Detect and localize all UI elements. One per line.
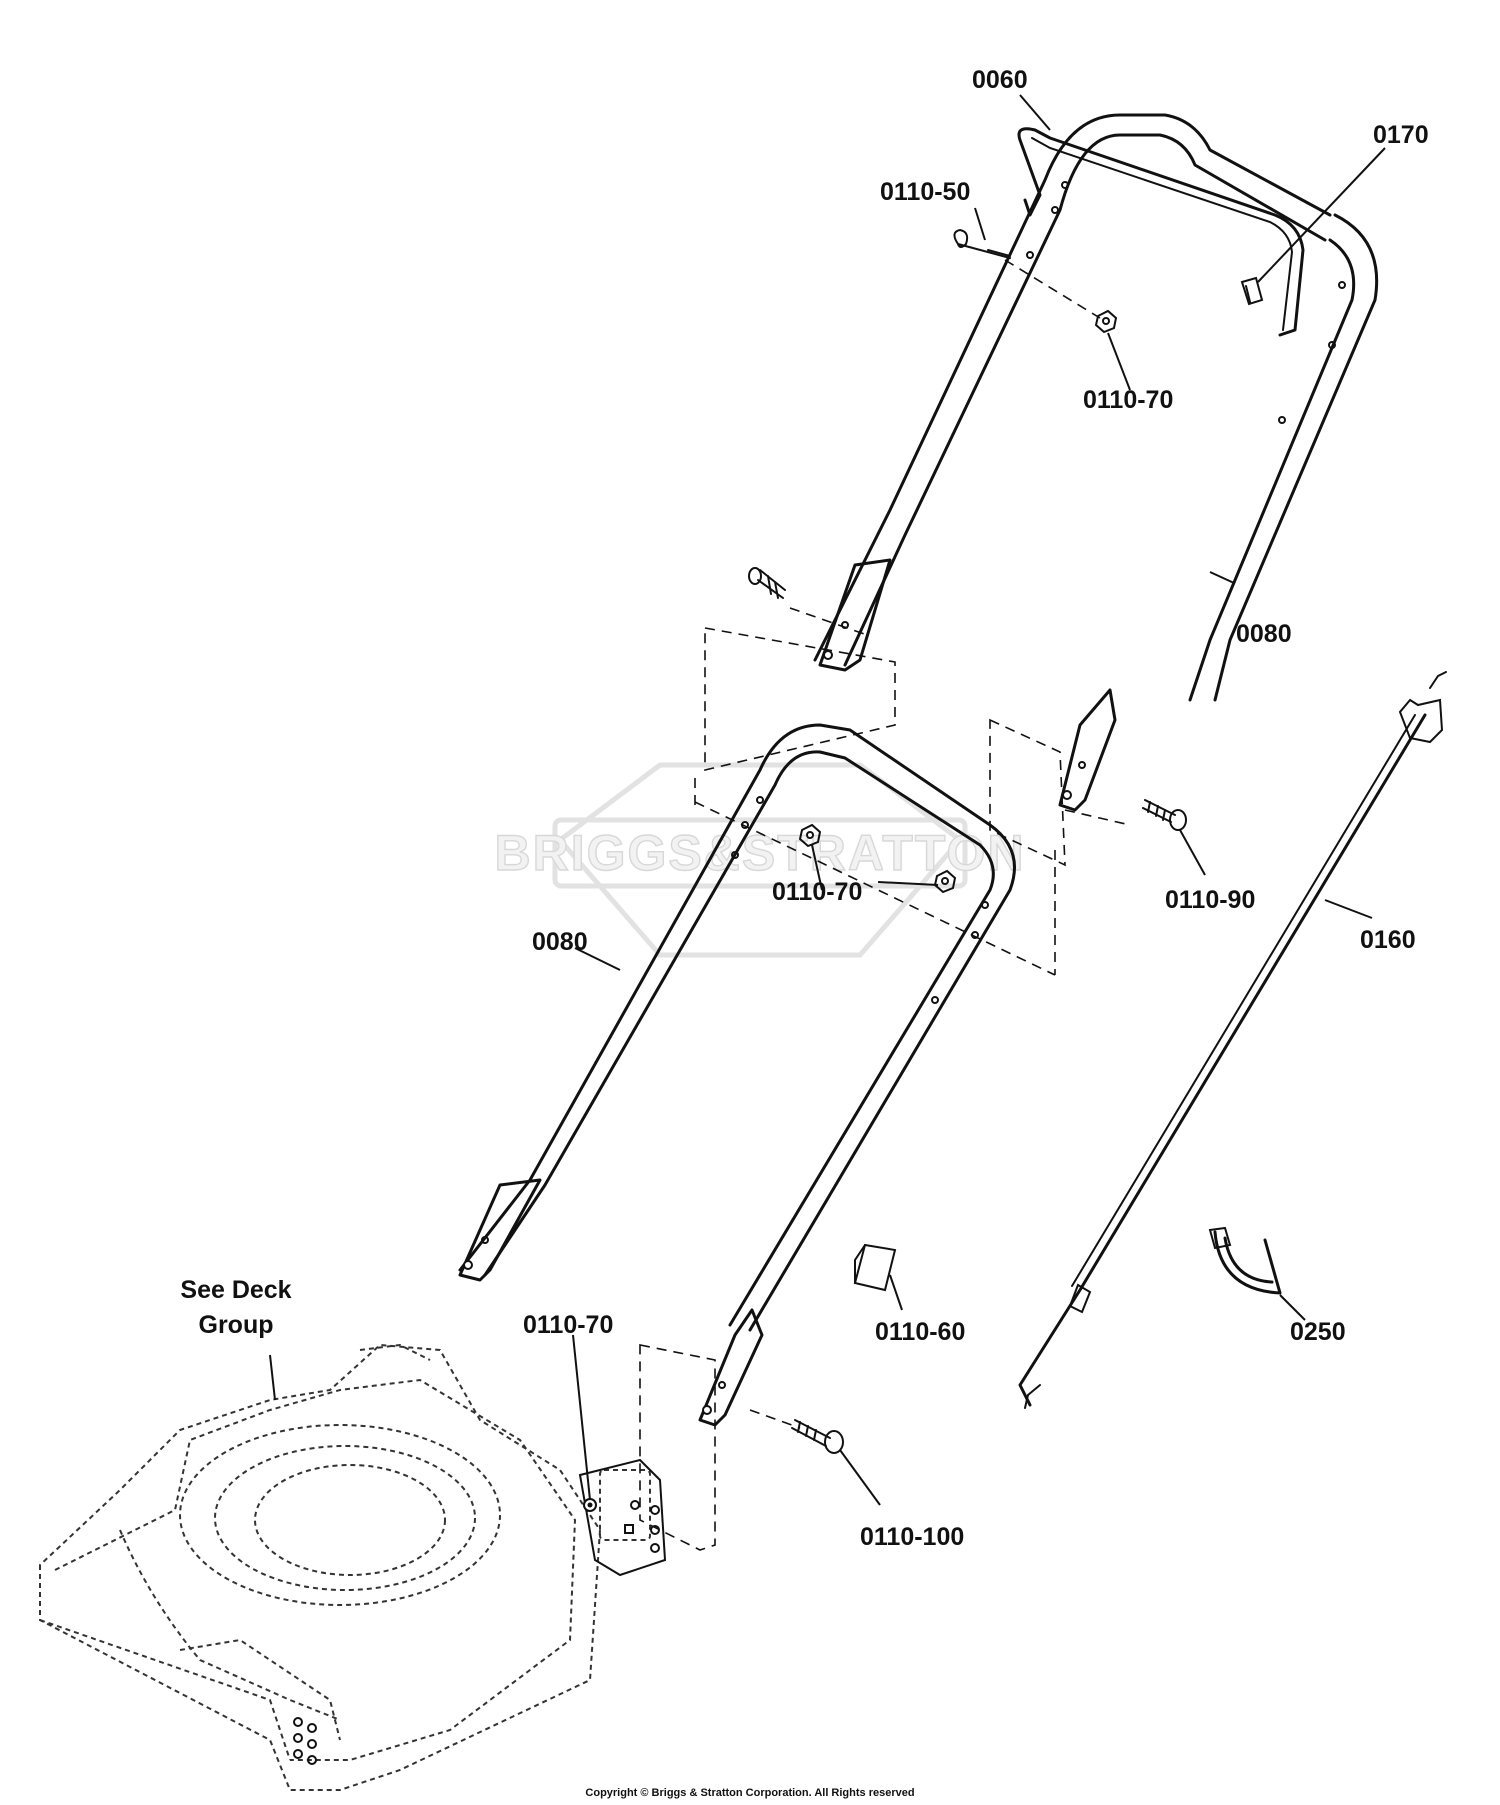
leader-lines bbox=[269, 94, 1386, 1506]
callout-0110-100: 0110-100 bbox=[860, 1523, 964, 1551]
deck-outline bbox=[39, 1343, 667, 1791]
callout-0110-70-low: 0110-70 bbox=[523, 1311, 613, 1339]
callout-0060: 0060 bbox=[972, 66, 1028, 94]
callout-0250: 0250 bbox=[1290, 1318, 1346, 1346]
control-bail bbox=[1017, 127, 1305, 337]
callout-0110-60: 0110-60 bbox=[875, 1318, 965, 1346]
see-deck-group-line1: See Deck bbox=[180, 1276, 291, 1304]
hairpin-clip bbox=[953, 228, 1011, 259]
callout-0160: 0160 bbox=[1360, 926, 1416, 954]
cable-tie bbox=[1208, 1226, 1282, 1295]
watermark-text: BRIGGS&STRATTON bbox=[495, 825, 1026, 881]
carriage-bolt-upper bbox=[1142, 799, 1187, 831]
upper-handle bbox=[813, 113, 1379, 812]
callout-0080-upper: 0080 bbox=[1236, 620, 1292, 648]
cable-clip bbox=[1240, 276, 1264, 306]
callout-0110-70-mid: 0110-70 bbox=[772, 878, 862, 906]
carriage-bolt-lower bbox=[791, 1419, 844, 1454]
control-cable bbox=[1018, 671, 1447, 1409]
callout-labels: 0060 0170 0110-50 0110-70 0080 0110-90 0… bbox=[180, 66, 1428, 1551]
callout-0110-70-top: 0110-70 bbox=[1083, 386, 1173, 414]
brand-watermark: BRIGGS&STRATTON bbox=[494, 762, 1026, 958]
see-deck-group-line2: Group bbox=[199, 1311, 274, 1339]
assembly-guides bbox=[639, 259, 1131, 1551]
callout-0110-50: 0110-50 bbox=[880, 178, 970, 206]
bolt-upper-handle bbox=[748, 567, 786, 599]
nut-mid-left bbox=[798, 823, 822, 848]
copyright-notice: Copyright © Briggs & Stratton Corporatio… bbox=[585, 1787, 915, 1799]
callout-0080-lower: 0080 bbox=[532, 928, 588, 956]
callout-0170: 0170 bbox=[1373, 121, 1429, 149]
callout-0110-90: 0110-90 bbox=[1165, 886, 1255, 914]
spacer-block bbox=[853, 1243, 897, 1292]
nut-top bbox=[1094, 309, 1118, 334]
lower-handle bbox=[458, 723, 1016, 1427]
